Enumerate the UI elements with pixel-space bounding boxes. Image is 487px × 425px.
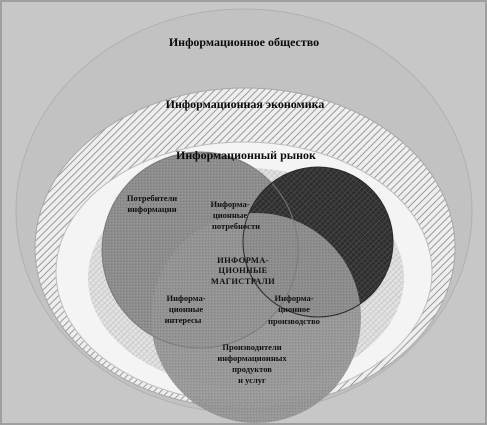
economy-title: Информационная экономика bbox=[166, 97, 325, 111]
interests-label-line1: Информа- bbox=[166, 293, 205, 303]
producers-label-line4: и услуг bbox=[238, 375, 266, 385]
resources-outline bbox=[242, 166, 394, 318]
interests-label-line3: интересы bbox=[165, 315, 202, 325]
consumers-label-line1: Потребители bbox=[127, 193, 177, 203]
production-label-line1: Информа- bbox=[274, 293, 313, 303]
highways-label-line2: ЦИОННЫЕ bbox=[218, 265, 267, 275]
production-label-line2: ционное bbox=[278, 304, 310, 314]
highways-label-line1: ИНФОРМА- bbox=[217, 255, 269, 265]
producers-label-line2: информационных bbox=[217, 353, 287, 363]
needs-label-line1: Информа- bbox=[210, 199, 249, 209]
production-label-line3: производство bbox=[268, 316, 320, 326]
society-title: Информационное общество bbox=[169, 35, 319, 49]
needs-label-line3: потребности bbox=[212, 221, 260, 231]
market-title: Информационный рынок bbox=[176, 148, 316, 162]
needs-label-line2: ционные bbox=[213, 210, 247, 220]
consumers-outline bbox=[101, 151, 299, 349]
producers-label-line1: Производители bbox=[222, 342, 281, 352]
interests-label-line2: ционные bbox=[169, 304, 203, 314]
highways-label-line3: МАГИСТРАЛИ bbox=[211, 276, 275, 286]
producers-circle bbox=[151, 213, 361, 423]
consumers-label-line2: информации bbox=[127, 204, 176, 214]
producers-label-line3: продуктов bbox=[232, 364, 272, 374]
